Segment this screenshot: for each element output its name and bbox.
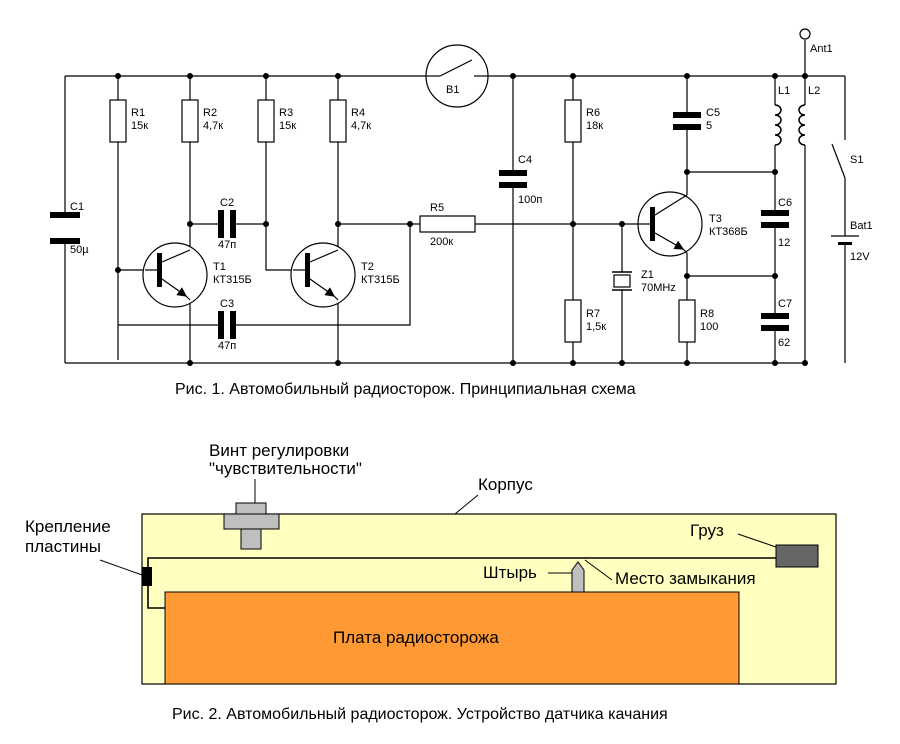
r4-resistor: R4 4,7к — [329, 99, 371, 143]
r1-ref: R1 — [131, 107, 145, 119]
figure2-caption: Рис. 2. Автомобильный радиосторож. Устро… — [172, 706, 668, 723]
r4-value: 4,7к — [351, 120, 371, 132]
t3-ref: T3 — [709, 213, 722, 225]
figure1-caption: Рис. 1. Автомобильный радиосторож. Принц… — [175, 381, 636, 398]
housing-label: Корпус — [478, 475, 533, 494]
r2-value: 4,7к — [203, 120, 223, 132]
r5-ref: R5 — [430, 202, 444, 214]
r1-value: 15к — [131, 120, 148, 132]
screw-label-line2: "чувствительности" — [209, 459, 362, 478]
t1-value: КТ315Б — [213, 274, 252, 286]
s1-switch: S1 — [831, 143, 863, 179]
b1-switch: B1 — [425, 44, 490, 108]
c3-capacitor: C3 47п — [218, 298, 236, 352]
l2-ref: L2 — [808, 85, 820, 97]
schematic: C1 50µ R1 15к R2 4,7к R3 15к R4 4,7к — [50, 28, 873, 398]
bat1-value: 12V — [850, 251, 870, 263]
c6-value: 12 — [778, 237, 790, 249]
r8-resistor: R8 100 — [678, 299, 718, 343]
r5-resistor: R5 200к — [419, 202, 476, 248]
r2-ref: R2 — [203, 107, 217, 119]
c4-value: 100п — [518, 194, 542, 206]
c2-value: 47п — [218, 239, 236, 251]
r3-value: 15к — [279, 120, 296, 132]
b1-ref: B1 — [446, 84, 459, 96]
c1-ref: C1 — [70, 201, 84, 213]
r7-ref: R7 — [586, 308, 600, 320]
z1-value: 70MHz — [641, 282, 676, 294]
r7-value: 1,5к — [586, 321, 606, 333]
z1-resonator: Z1 70MHz — [612, 269, 676, 294]
c1-value: 50µ — [70, 244, 89, 256]
bat1-battery: Bat1 12V — [831, 220, 873, 263]
junctions — [115, 73, 808, 366]
board — [164, 591, 740, 685]
ant1-ref: Ant1 — [810, 43, 833, 55]
r8-value: 100 — [700, 321, 718, 333]
c7-ref: C7 — [778, 298, 792, 310]
pin-label: Штырь — [483, 563, 537, 582]
c5-ref: C5 — [706, 107, 720, 119]
r6-ref: R6 — [586, 107, 600, 119]
l2-inductor: L2 — [798, 85, 820, 146]
c2-ref: C2 — [220, 197, 234, 209]
c4-capacitor: C4 100п — [499, 154, 542, 206]
contact-label: Место замыкания — [615, 569, 756, 588]
r7-resistor: R7 1,5к — [564, 299, 606, 343]
screw-label-line1: Винт регулировки — [209, 441, 349, 460]
c4-ref: C4 — [518, 154, 532, 166]
plate-mount — [142, 567, 152, 586]
l1-inductor: L1 — [774, 85, 790, 146]
r5-value: 200к — [430, 236, 453, 248]
c3-ref: C3 — [220, 298, 234, 310]
s1-ref: S1 — [850, 154, 863, 166]
c7-value: 62 — [778, 337, 790, 349]
sensor-diagram: Плата радиосторожа Винт регулировки "чув… — [25, 441, 837, 723]
r8-ref: R8 — [700, 308, 714, 320]
weight — [775, 544, 819, 568]
t1-transistor: T1 КТ315Б — [142, 242, 252, 308]
c7-capacitor: C7 62 — [761, 298, 792, 349]
c5-value: 5 — [706, 120, 712, 132]
t3-transistor: T3 КТ368Б — [637, 191, 748, 257]
t1-ref: T1 — [213, 261, 226, 273]
r6-value: 18к — [586, 120, 603, 132]
t3-value: КТ368Б — [709, 226, 748, 238]
weight-label: Груз — [690, 521, 724, 540]
r2-resistor: R2 4,7к — [181, 99, 223, 143]
c3-value: 47п — [218, 340, 236, 352]
c5-capacitor: C5 5 — [673, 107, 720, 132]
r3-resistor: R3 15к — [257, 99, 296, 143]
antenna: Ant1 — [799, 28, 833, 55]
c6-ref: C6 — [778, 197, 792, 209]
l1-ref: L1 — [778, 85, 790, 97]
mount-label-line2: пластины — [25, 537, 101, 556]
c2-capacitor: C2 47п — [218, 197, 236, 251]
t2-transistor: T2 КТ315Б — [290, 242, 400, 308]
board-label: Плата радиосторожа — [333, 628, 499, 647]
r6-resistor: R6 18к — [564, 99, 603, 143]
screw — [223, 502, 280, 550]
z1-ref: Z1 — [641, 269, 654, 281]
t2-ref: T2 — [361, 261, 374, 273]
c6-capacitor: C6 12 — [761, 197, 792, 249]
mount-label-line1: Крепление — [25, 517, 111, 536]
bat1-ref: Bat1 — [850, 220, 873, 232]
r3-ref: R3 — [279, 107, 293, 119]
r1-resistor: R1 15к — [109, 99, 148, 143]
c1-capacitor: C1 50µ — [50, 201, 89, 256]
t2-value: КТ315Б — [361, 274, 400, 286]
r4-ref: R4 — [351, 107, 365, 119]
